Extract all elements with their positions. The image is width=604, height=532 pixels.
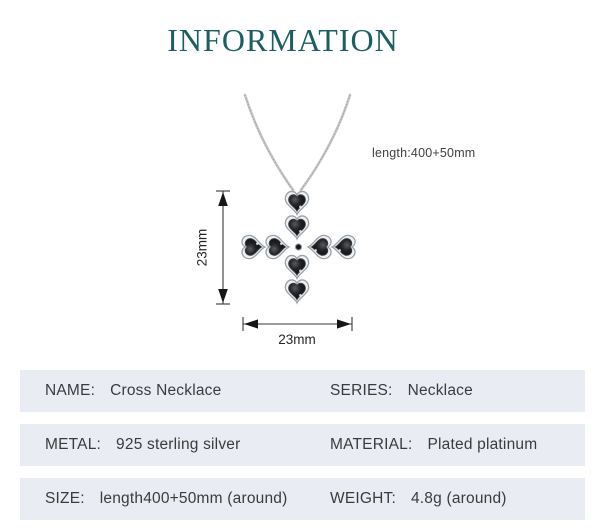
heart-stone-bail bbox=[284, 190, 310, 216]
heart-stone-left-outer bbox=[241, 234, 266, 260]
spec-name: NAME: Cross Necklace bbox=[20, 382, 330, 400]
spec-value: 925 sterling silver bbox=[116, 436, 241, 453]
necklace-illustration: length:400+50mm 23mm 23mm bbox=[194, 93, 476, 347]
spec-weight: WEIGHT: 4.8g (around) bbox=[330, 490, 585, 508]
chain-length-label: length:400+50mm bbox=[372, 146, 476, 160]
table-row: METAL: 925 sterling silver MATERIAL: Pla… bbox=[20, 424, 585, 466]
vertical-dimension-line bbox=[216, 190, 230, 305]
spec-value: 4.8g (around) bbox=[410, 490, 507, 507]
table-row: SIZE: length400+50mm (around) WEIGHT: 4.… bbox=[20, 478, 585, 520]
heart-stone-left-inner bbox=[265, 234, 290, 260]
vertical-dimension-label: 23mm bbox=[194, 228, 210, 267]
spec-label: NAME: bbox=[45, 382, 96, 399]
pendant-center-stone bbox=[294, 243, 303, 251]
spec-value: Necklace bbox=[407, 382, 473, 399]
necklace-chain bbox=[243, 93, 352, 192]
heart-stone-top bbox=[284, 215, 310, 240]
spec-label: SIZE: bbox=[45, 490, 85, 507]
spec-material: MATERIAL: Plated platinum bbox=[330, 436, 585, 454]
cross-pendant bbox=[241, 190, 356, 304]
spec-size: SIZE: length400+50mm (around) bbox=[20, 490, 330, 508]
page-title: INFORMATION bbox=[167, 22, 399, 59]
heart-stone-bottom-outer bbox=[284, 279, 310, 304]
spec-label: WEIGHT: bbox=[330, 490, 396, 507]
heart-stone-right-inner bbox=[307, 234, 332, 260]
spec-value: Plated platinum bbox=[427, 436, 538, 453]
spec-metal: METAL: 925 sterling silver bbox=[20, 436, 330, 454]
heart-stone-right-outer bbox=[331, 234, 356, 260]
spec-series: SERIES: Necklace bbox=[330, 382, 585, 400]
table-row: NAME: Cross Necklace SERIES: Necklace bbox=[20, 370, 585, 412]
horizontal-dimension-label: 23mm bbox=[278, 332, 316, 347]
spec-label: SERIES: bbox=[330, 382, 393, 399]
spec-label: MATERIAL: bbox=[330, 436, 413, 453]
spec-table: NAME: Cross Necklace SERIES: Necklace ME… bbox=[20, 370, 585, 532]
spec-label: METAL: bbox=[45, 436, 102, 453]
spec-value: length400+50mm (around) bbox=[99, 490, 288, 507]
necklace-drawing bbox=[216, 93, 356, 331]
heart-stone-bottom-inner bbox=[284, 254, 310, 280]
horizontal-dimension-line bbox=[242, 317, 353, 331]
spec-value: Cross Necklace bbox=[110, 382, 222, 399]
